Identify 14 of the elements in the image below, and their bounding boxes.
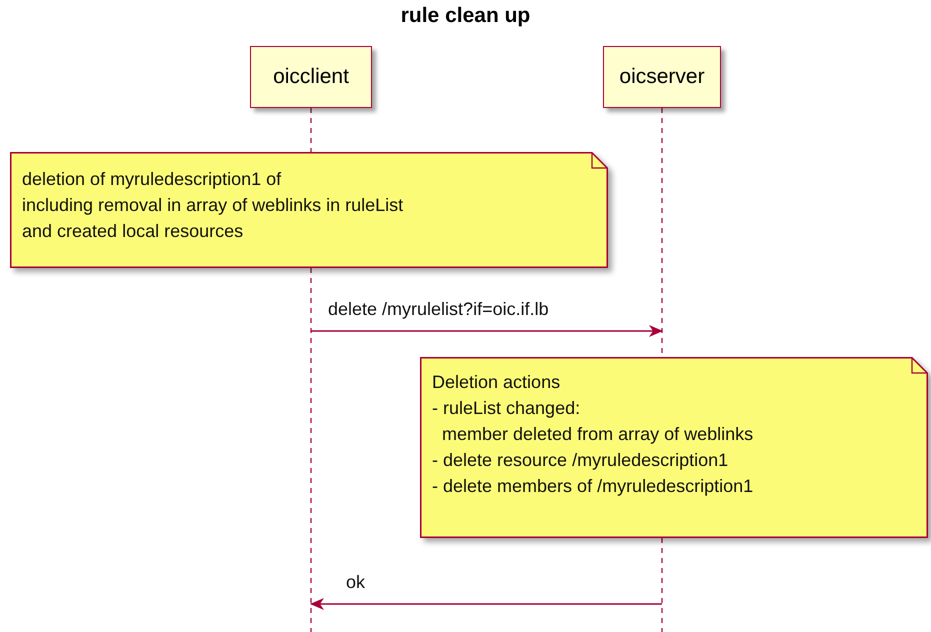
note-text: member deleted from array of weblinks bbox=[442, 424, 754, 444]
note-text: and created local resources bbox=[22, 221, 244, 241]
note-text: Deletion actions bbox=[432, 372, 560, 392]
note-text: - delete members of /myruledescription1 bbox=[432, 476, 754, 496]
message-arrow bbox=[310, 598, 662, 610]
diagram-title: rule clean up bbox=[400, 4, 532, 28]
participant-label: oicclient bbox=[273, 65, 349, 89]
note-text: - ruleList changed: bbox=[432, 398, 580, 418]
edge-label: delete /myrulelist?if=oic.if.lb bbox=[328, 299, 549, 320]
participant-label: oicserver bbox=[619, 65, 705, 89]
note-text: - delete resource /myruledescription1 bbox=[432, 450, 728, 470]
note-text: including removal in array of weblinks in ruleList bbox=[22, 195, 404, 215]
note-text: deletion of myruledescription1 of bbox=[22, 169, 282, 189]
message-arrow bbox=[311, 325, 663, 337]
